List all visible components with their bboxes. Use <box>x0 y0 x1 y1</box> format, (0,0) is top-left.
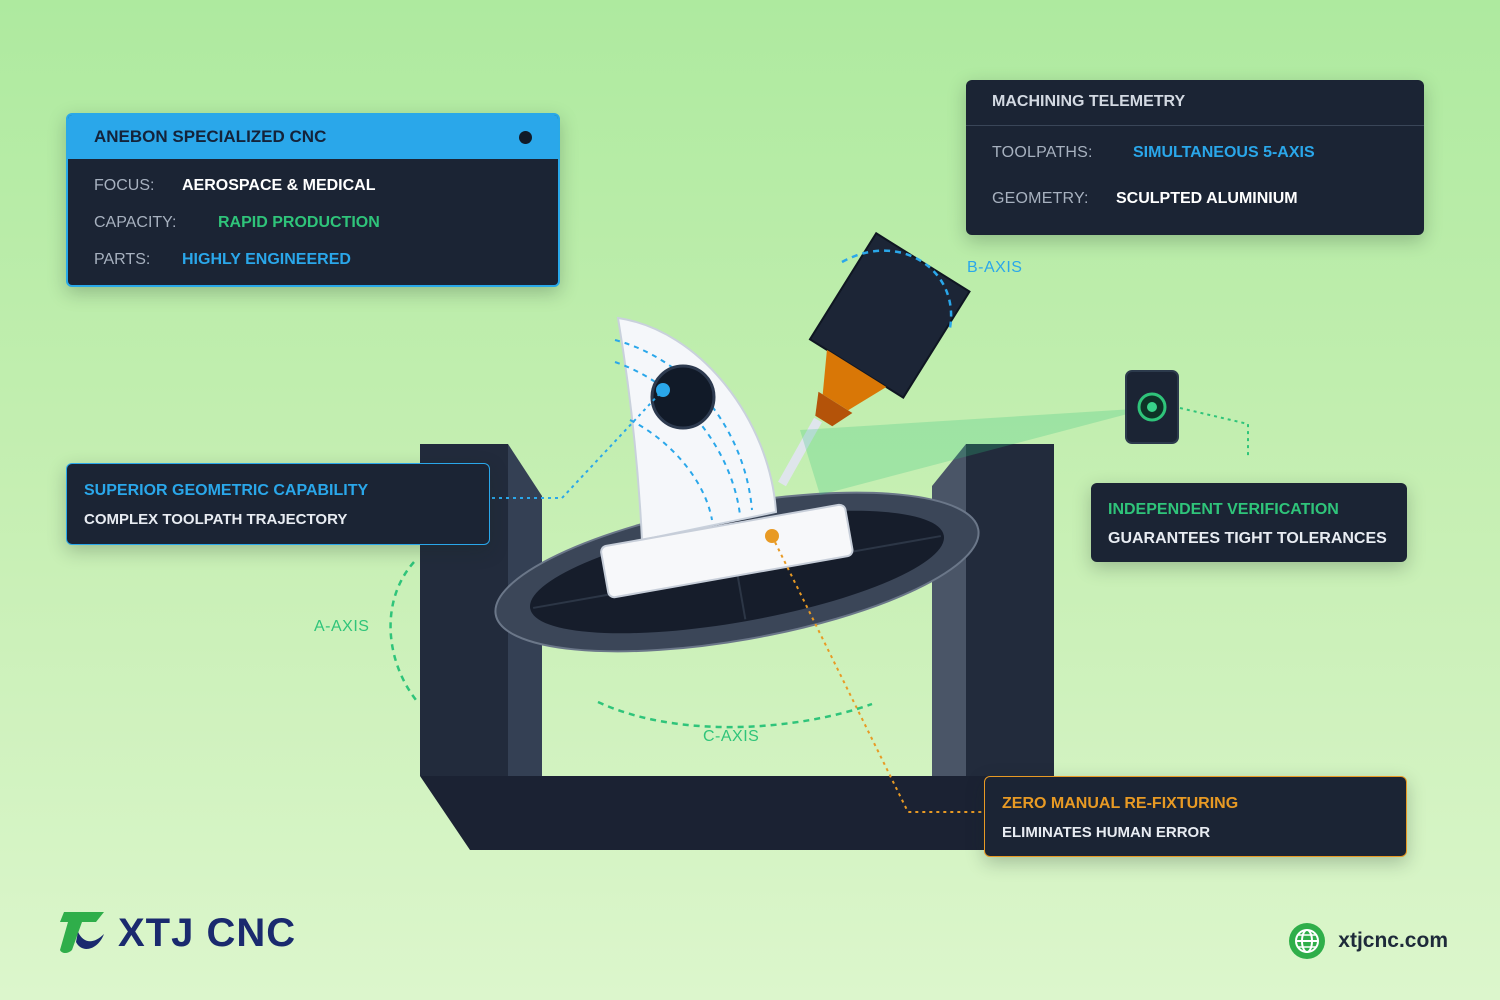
spec-panel-header: ANEBON SPECIALIZED CNC <box>68 115 558 159</box>
callout-subtitle: GUARANTEES TIGHT TOLERANCES <box>1108 530 1387 547</box>
geo-connector <box>492 389 664 499</box>
brand-name: XTJ CNC <box>118 910 297 955</box>
telemetry-key: TOOLPATHS: <box>992 144 1093 161</box>
workpiece-hole <box>650 364 716 430</box>
c-axis-label: C-AXIS <box>703 728 760 745</box>
website-text[interactable]: xtjcnc.com <box>1338 929 1448 952</box>
fixture-block <box>600 503 854 599</box>
right-pillar <box>966 444 1054 776</box>
globe-icon <box>1289 923 1326 959</box>
xtj-logo-icon <box>60 912 104 953</box>
telemetry-key: GEOMETRY: <box>992 190 1089 207</box>
machine-base <box>420 776 1005 850</box>
spec-key: FOCUS: <box>94 177 155 194</box>
spec-value: RAPID PRODUCTION <box>218 214 380 231</box>
callout-title: ZERO MANUAL RE-FIXTURING <box>1002 795 1239 812</box>
fixturing-callout: ZERO MANUAL RE-FIXTURING ELIMINATES HUMA… <box>984 776 1407 857</box>
c-axis-arc <box>597 700 873 729</box>
right-pillar-side <box>932 444 966 776</box>
verification-callout: INDEPENDENT VERIFICATION GUARANTEES TIGH… <box>1091 483 1407 562</box>
tool-bit <box>778 417 822 487</box>
telemetry-panel: MACHINING TELEMETRY TOOLPATHS: SIMULTANE… <box>966 80 1424 235</box>
telemetry-value: SIMULTANEOUS 5-AXIS <box>1133 144 1315 161</box>
spec-panel: ANEBON SPECIALIZED CNC FOCUS: AEROSPACE … <box>66 113 560 287</box>
divider <box>966 125 1424 126</box>
spec-row-parts: PARTS: HIGHLY ENGINEERED <box>94 251 351 269</box>
geometry-callout: SUPERIOR GEOMETRIC CAPABILITY COMPLEX TO… <box>66 463 490 545</box>
a-axis-label: A-AXIS <box>314 618 370 635</box>
spec-panel-title: ANEBON SPECIALIZED CNC <box>94 127 327 146</box>
telemetry-title: MACHINING TELEMETRY <box>992 93 1186 110</box>
verify-connector <box>1179 407 1249 458</box>
spindle-head <box>808 231 971 427</box>
callout-subtitle: ELIMINATES HUMAN ERROR <box>1002 824 1211 841</box>
spec-row-capacity: CAPACITY: RAPID PRODUCTION <box>94 214 380 232</box>
b-axis-arc <box>841 249 953 329</box>
website-link[interactable]: xtjcnc.com <box>1288 922 1448 960</box>
spec-value: HIGHLY ENGINEERED <box>182 251 351 268</box>
callout-title: INDEPENDENT VERIFICATION <box>1108 501 1339 518</box>
status-dot-icon <box>519 130 532 144</box>
brand-logo: XTJ CNC <box>58 910 296 956</box>
a-axis-arc <box>389 561 417 701</box>
spec-row-focus: FOCUS: AEROSPACE & MEDICAL <box>94 177 376 195</box>
b-axis-label: B-AXIS <box>967 259 1023 276</box>
telemetry-row-geometry: GEOMETRY: SCULPTED ALUMINIUM <box>992 190 1298 208</box>
telemetry-value: SCULPTED ALUMINIUM <box>1116 190 1298 207</box>
callout-subtitle: COMPLEX TOOLPATH TRAJECTORY <box>84 511 348 528</box>
spec-value: AEROSPACE & MEDICAL <box>182 177 376 194</box>
workpiece-fin <box>616 316 778 542</box>
sensor-beam <box>800 408 1150 495</box>
spec-key: PARTS: <box>94 251 151 268</box>
callout-title: SUPERIOR GEOMETRIC CAPABILITY <box>84 482 369 499</box>
spec-key: CAPACITY: <box>94 214 177 231</box>
fixture-connector <box>771 535 984 813</box>
telemetry-row-toolpaths: TOOLPATHS: SIMULTANEOUS 5-AXIS <box>992 144 1315 162</box>
